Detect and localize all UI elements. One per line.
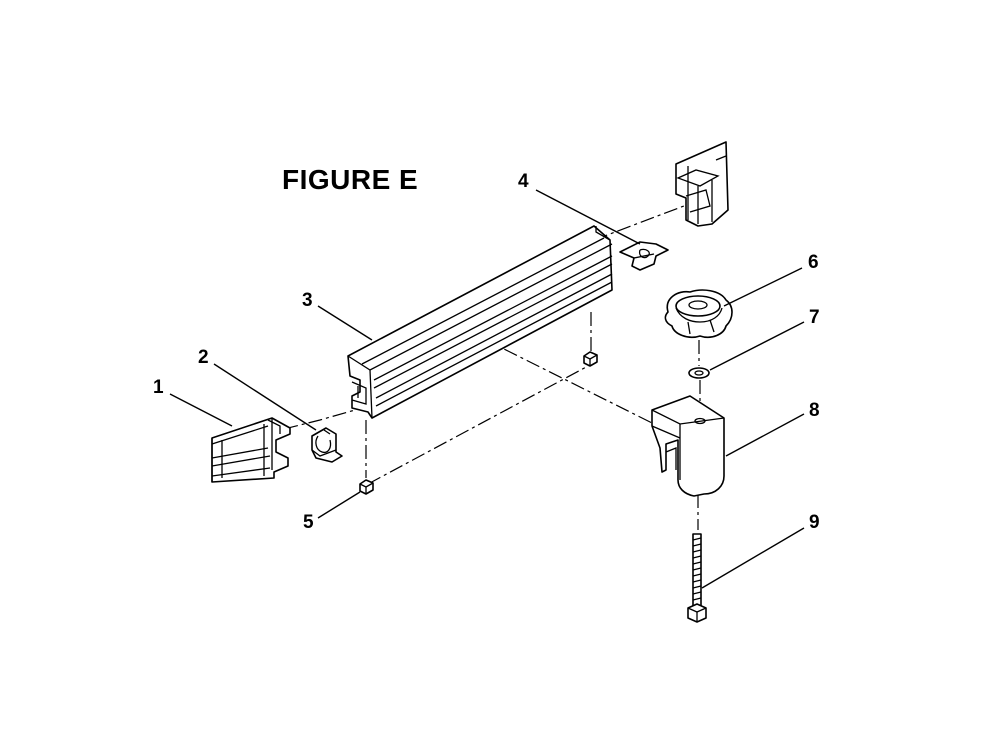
part-5-nut-right (583, 351, 598, 367)
callout-2: 2 (198, 347, 209, 368)
callout-1: 1 (153, 377, 164, 398)
part-4-bracket (619, 241, 669, 271)
part-9-bolt (687, 533, 707, 623)
figure-title: FIGURE E (282, 164, 419, 195)
part-7-washer (688, 367, 710, 379)
callout-3: 3 (302, 290, 313, 311)
right-end-bracket (675, 141, 729, 227)
callout-4: 4 (518, 171, 529, 192)
part-3-fence-rail (347, 225, 613, 419)
callout-6: 6 (808, 252, 819, 273)
part-6-star-knob (664, 289, 733, 339)
part-8-clamp-block (651, 395, 725, 497)
leader-lines (169, 189, 805, 589)
callout-8: 8 (809, 400, 820, 421)
part-5-nut-left (359, 479, 374, 495)
part-1-end-cap (211, 417, 291, 483)
callout-5: 5 (303, 512, 314, 533)
callout-9: 9 (809, 512, 820, 533)
callout-7: 7 (809, 307, 820, 328)
part-2-clip (311, 427, 343, 463)
